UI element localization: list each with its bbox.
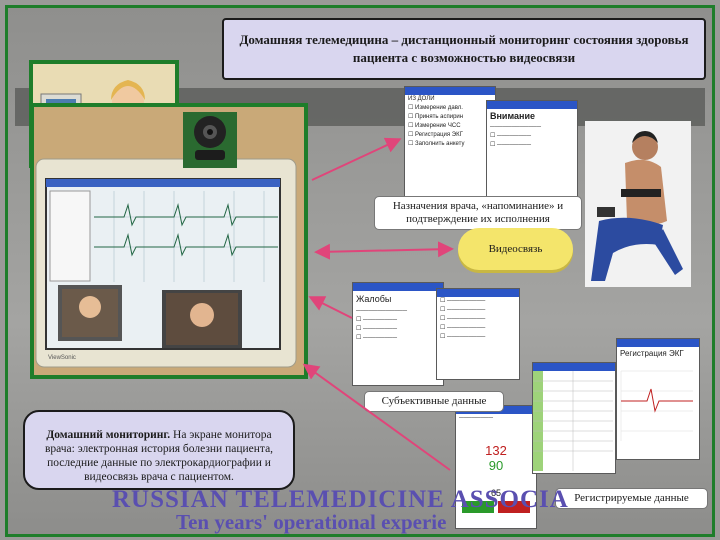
reading-2: 90 (488, 458, 504, 473)
svg-text:ViewSonic: ViewSonic (48, 355, 76, 361)
pda-prescriptions-screen: ИЗ ДОЛИ ☐ Измерение давл. ☐ Принять аспи… (404, 86, 496, 200)
registered-label: Регистрируемые данные (555, 488, 708, 509)
prescriptions-label: Назначения врача, «напоминание» и подтве… (374, 196, 582, 230)
watermark-line-2: Ten years' operational experie (176, 510, 447, 534)
callout-text: На экране монитора врача: электронная ис… (44, 429, 274, 483)
patient-illustration (591, 131, 683, 281)
video-cloud-label: Видеосвязь (458, 228, 573, 270)
arrow-registered (302, 363, 451, 471)
pda-table-screen (532, 362, 616, 474)
reading-1: 132 (485, 443, 507, 458)
pda-complaints-screen: Жалобы ──────────── ☐ ──────── ☐ ───────… (352, 282, 444, 386)
pda-ecg-screen: Регистрация ЭКГ (616, 338, 700, 460)
monitor-illustration: ViewSonic (34, 107, 304, 375)
ecg-trace-illustration (620, 370, 693, 441)
arrow-prescriptions (311, 137, 402, 181)
callout-bold: Домашний мониторинг. (46, 429, 171, 441)
patient-photo (585, 121, 691, 287)
monitor-photo: ViewSonic (30, 103, 308, 379)
table-illustration (533, 371, 613, 471)
ok-button-visual (462, 501, 494, 513)
webcam-icon (183, 112, 237, 168)
reminder-heading: Внимание (490, 111, 535, 121)
ecg-heading: Регистрация ЭКГ (620, 349, 684, 358)
watermark-line-1: RUSSIAN TELEMEDICINE ASSOCIA (112, 486, 569, 513)
home-monitoring-callout: Домашний мониторинг. На экране монитора … (23, 410, 295, 490)
cancel-button-visual (498, 501, 530, 513)
arrow-subjective (308, 296, 353, 319)
arrow-video (314, 241, 454, 260)
pda-questions-screen: ☐ ───────── ☐ ───────── ☐ ───────── ☐ ──… (436, 288, 520, 380)
reading-3: 65 (490, 488, 501, 498)
complaints-heading: Жалобы (356, 294, 392, 304)
subjective-label: Субъективные данные (364, 391, 504, 412)
slide-title: Домашняя телемедицина – дистанционный мо… (222, 18, 706, 80)
pda-reminder-screen: Внимание ──────────── ☐ ──────── ☐ ─────… (486, 100, 578, 200)
